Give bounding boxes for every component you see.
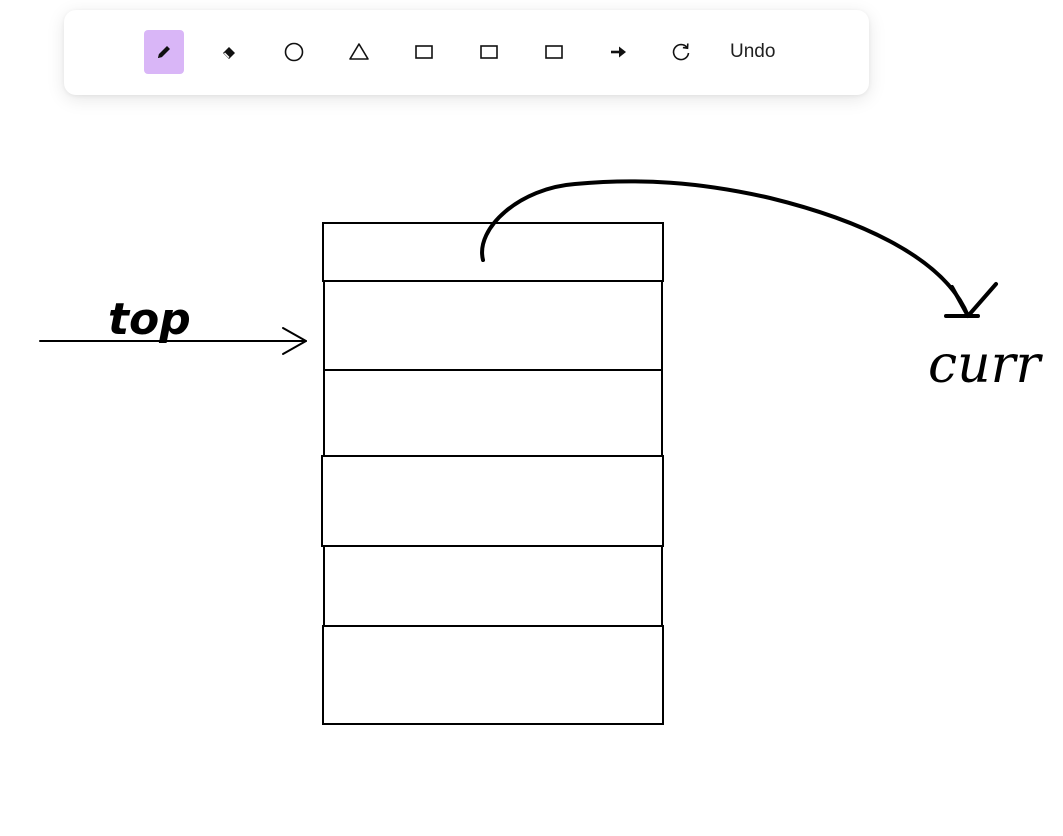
stack-cell-2 bbox=[323, 280, 663, 371]
label-top: top bbox=[108, 294, 191, 345]
rectangle-tool-button[interactable] bbox=[404, 30, 444, 74]
circle-icon bbox=[284, 42, 304, 62]
stack-cell-3 bbox=[323, 369, 663, 457]
rectangle-tool-button-3[interactable] bbox=[534, 30, 574, 74]
circle-tool-button[interactable] bbox=[274, 30, 314, 74]
stack-cell-4 bbox=[321, 455, 664, 547]
eraser-icon bbox=[223, 47, 235, 59]
arrow-tool-button[interactable] bbox=[599, 30, 639, 74]
triangle-tool-button[interactable] bbox=[339, 30, 379, 74]
pencil-icon bbox=[158, 46, 170, 58]
stack-cell-1 bbox=[322, 222, 664, 282]
redo-tool-button[interactable] bbox=[661, 30, 701, 74]
stack-cell-6 bbox=[322, 625, 664, 725]
curr-pointer-arrow bbox=[480, 179, 998, 318]
undo-button[interactable]: Undo bbox=[730, 41, 776, 62]
rectangle-icon bbox=[545, 45, 563, 59]
rotate-icon bbox=[672, 43, 690, 61]
top-pointer-arrow bbox=[39, 327, 307, 355]
triangle-icon bbox=[349, 43, 369, 60]
arrow-right-icon bbox=[611, 46, 626, 58]
pencil-tool-button[interactable] bbox=[144, 30, 184, 74]
drawing-toolbar: Undo bbox=[64, 10, 869, 95]
label-curr: curr bbox=[928, 335, 1043, 395]
eraser-tool-button[interactable] bbox=[209, 30, 249, 74]
stack-cell-5 bbox=[323, 545, 663, 627]
rectangle-icon bbox=[415, 45, 433, 59]
stack-diagram bbox=[321, 222, 664, 725]
rectangle-icon bbox=[480, 45, 498, 59]
rectangle-tool-button-2[interactable] bbox=[469, 30, 509, 74]
